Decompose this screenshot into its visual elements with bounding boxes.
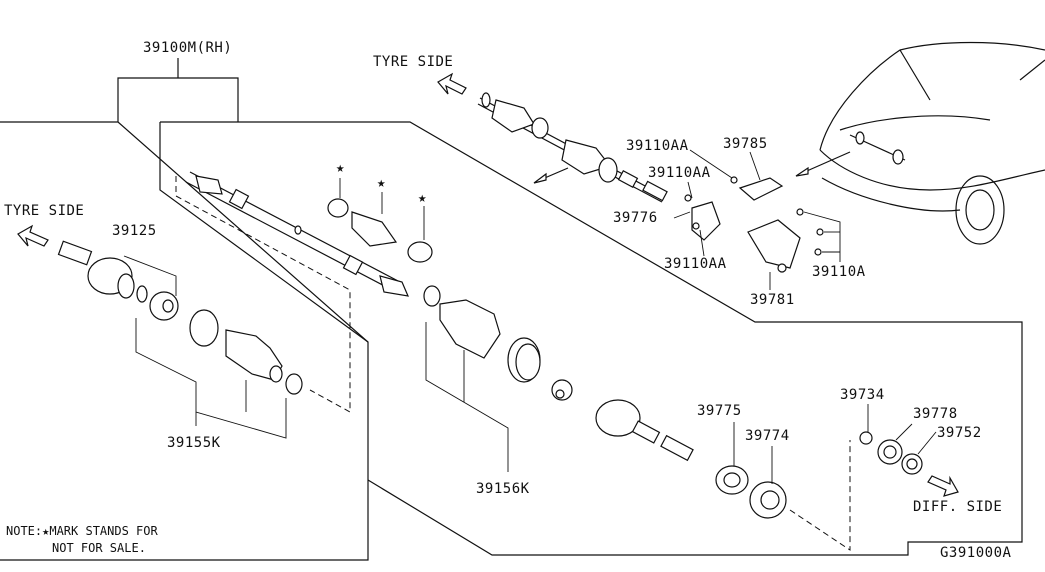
tyre-side-upper-label: TYRE SIDE [373,54,453,70]
boot-kit-39155K [135,309,303,439]
outer-joint-39125 [57,240,179,321]
part-label-39156K: 39156K [476,481,530,497]
starred-boot-parts [327,178,433,263]
tyre-side-left-arrow-icon [17,224,49,247]
note-line-1: NOTE:★MARK STANDS FOR [6,524,158,538]
part-label-39775: 39775 [697,403,742,419]
part-label-39781: 39781 [750,292,795,308]
part-label-39778: 39778 [913,406,958,422]
tyre-side-left-label: TYRE SIDE [4,203,84,219]
part-label-39110AA-mid: 39110AA [648,165,711,181]
note-line-2: NOT FOR SALE. [52,541,146,555]
part-label-39110A: 39110A [812,264,866,280]
bearing-support-39776 [673,181,721,257]
diff-side-label: DIFF. SIDE [913,499,1002,515]
part-label-39110AA-low: 39110AA [664,256,727,272]
part-label-39155K: 39155K [167,435,221,451]
inner-joint-diff-side [551,379,694,462]
part-label-39125: 39125 [112,223,157,239]
diff-side-arrow-icon [927,475,959,497]
part-label-39734: 39734 [840,387,885,403]
bracket-39785 [689,149,784,201]
part-label-39776: 39776 [613,210,658,226]
drive-shaft-assembly [477,92,668,203]
boot-kit-39156K [423,285,541,472]
tyre-side-upper-arrow-icon [437,72,467,95]
part-label-39774: 39774 [745,428,790,444]
part-label-39785: 39785 [723,136,768,152]
vehicle-illustration [795,41,1045,245]
frame-right [159,121,1023,556]
shaft-lower [175,171,409,413]
part-label-39110AA-top: 39110AA [626,138,689,154]
star-mark-3: ★ [418,190,427,206]
bracket-39781 [747,208,841,290]
assembly-bracket [117,58,239,122]
assembly-label: 39100M(RH) [143,40,232,56]
figure-code: G391000A [940,545,1012,561]
seal-39734-39778-39752 [789,404,937,551]
bearing-39775-39774 [715,422,787,519]
part-label-39752: 39752 [937,425,982,441]
star-mark-1: ★ [336,160,345,176]
star-mark-2: ★ [377,175,386,191]
frame-left [0,121,369,561]
